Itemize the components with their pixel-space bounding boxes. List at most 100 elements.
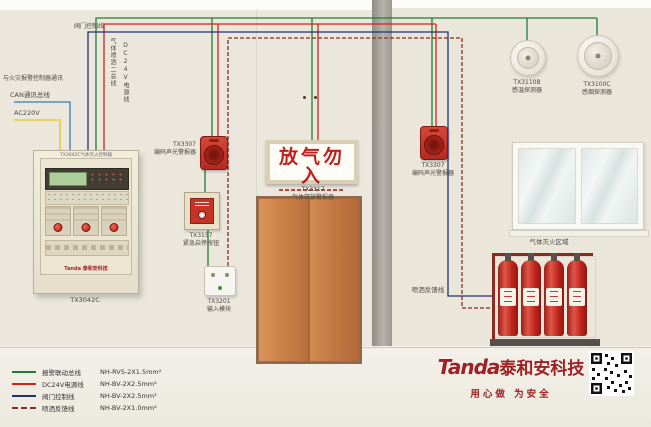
gas-release-sign: 放气勿入: [266, 140, 358, 191]
keypad: [45, 240, 129, 256]
sounder-left-name: 编码声光警报器: [153, 148, 196, 156]
detector-core-icon: [525, 55, 531, 61]
start-button-icon: [109, 223, 119, 232]
legend-line-dashed-icon: [12, 407, 36, 409]
qr-code: [589, 351, 634, 396]
dc24v-vertical-label: DC24V电源线: [122, 42, 129, 103]
gas-sign-subtext-bar: [279, 189, 345, 191]
door-handle-icon: [314, 96, 317, 99]
heat-detector: [510, 40, 546, 76]
legend-label: 喷洒反馈线: [42, 405, 75, 413]
dc24v-wire: [103, 23, 437, 152]
cylinder-base: [490, 339, 600, 346]
zone-group: [101, 206, 127, 236]
legend-row: 报警联动总线 NH-RVS-2X1.5mm²: [12, 366, 161, 378]
gas-sign-name: 气体释放警报器: [291, 193, 334, 201]
alarm-bus-wire: [95, 17, 598, 266]
input-module-model: TX3201: [207, 298, 231, 305]
company-slogan: 用心做 为安全: [470, 389, 552, 400]
indicator-leds: [89, 172, 125, 184]
spray-feedback-label: 喷洒反馈线: [411, 286, 445, 294]
start-button-icon: [81, 223, 91, 232]
indicator-grid: [45, 191, 129, 205]
agent-cylinder: [521, 253, 541, 336]
sounder-right-caption: TX3307 编码声光警报器: [403, 162, 463, 178]
cylinder-label-band: [546, 288, 562, 306]
sounder-strobe-right: [420, 126, 448, 160]
strobe-lens-icon: [209, 139, 219, 142]
legend-row: 喷洒反馈线 NH-BV-2X1.0mm²: [12, 402, 161, 414]
legend-line-navy-icon: [12, 395, 36, 397]
input-module: [204, 266, 236, 296]
logo-cn-text: 泰和安科技: [499, 359, 585, 379]
wall-corner-line: [256, 10, 257, 348]
legend-row: DC24V电源线 NH-BV-2X2.5mm²: [12, 378, 161, 390]
discharge-pipe-vertical: [492, 253, 495, 343]
module-terminal-icon: [211, 273, 215, 277]
controller-face: Tanda 泰和安科技: [40, 158, 132, 275]
window: [512, 142, 644, 230]
module-led-icon: [218, 286, 222, 290]
detector-core-icon: [595, 53, 601, 59]
sounder-right-name: 编码声光警报器: [411, 169, 454, 177]
legend-label: 阀门控制线: [42, 393, 75, 401]
sounder-left-model: TX3307: [172, 141, 196, 148]
legend-row: 阀门控制线 NH-BV-2X2.5mm²: [12, 390, 161, 402]
input-module-name: 输入模块: [206, 305, 231, 313]
emergency-start-stop-button: [184, 192, 220, 230]
controller-model-label: TX3042C: [70, 296, 100, 304]
heat-detector-caption: TX3110B 感温探测器: [497, 79, 557, 95]
smoke-detector-caption: TX3100C 感烟探测器: [567, 81, 627, 97]
wire-legend: 报警联动总线 NH-RVS-2X1.5mm² DC24V电源线 NH-BV-2X…: [12, 366, 161, 414]
window-sill: [509, 230, 649, 237]
smoke-detector-name: 感烟探测器: [581, 88, 612, 96]
heat-detector-name: 感温探测器: [511, 86, 542, 94]
agent-cylinder: [544, 253, 564, 336]
cylinder-label-band: [500, 288, 516, 306]
door-handle-icon: [303, 96, 306, 99]
legend-label: 报警联动总线: [42, 369, 81, 377]
legend-label: DC24V电源线: [42, 381, 84, 389]
controller-title: TX3042C气体灭火控制器: [60, 153, 112, 158]
zone-group: [45, 206, 71, 236]
agent-cylinder: [567, 253, 587, 336]
manifold-pipe: [492, 253, 593, 256]
lcd-screen: [49, 172, 87, 186]
legend-spec: NH-RVS-2X1.5mm²: [100, 368, 162, 376]
smoke-detector: [577, 35, 619, 77]
gas-sign-model: TX3317: [301, 186, 325, 193]
agent-cylinder: [498, 253, 518, 336]
valve-control-wire: [87, 31, 494, 297]
emergency-button-name: 紧急启停按钮: [182, 239, 219, 247]
cylinder-label-band: [569, 288, 585, 306]
partition-wall: [372, 0, 392, 364]
gas-sign-text: 放气勿入: [278, 146, 345, 187]
start-button-icon: [53, 223, 63, 232]
gas-zone-label: 气体灭火区域: [529, 238, 569, 246]
gas-extinguishing-controller: TX3042C气体灭火控制器 Tanda 泰和安科技: [33, 150, 139, 294]
legend-line-red-icon: [12, 383, 36, 385]
legend-spec: NH-BV-2X2.5mm²: [100, 392, 157, 400]
cylinder-label-band: [523, 288, 539, 306]
sounder-grille-icon: [204, 144, 224, 165]
legend-spec: NH-BV-2X1.0mm²: [100, 404, 157, 412]
module-terminal-icon: [225, 273, 229, 277]
sounder-left-caption: TX3307 编码声光警报器: [150, 141, 196, 157]
emergency-button-panel: [190, 198, 214, 224]
can-bus-label: CAN通讯总线: [10, 91, 50, 99]
window-pane: [518, 148, 576, 224]
emergency-button-model: TX3157: [189, 232, 213, 239]
window-pane: [580, 148, 638, 224]
agent-cylinder-assembly: [490, 246, 600, 346]
strobe-lens-icon: [429, 129, 439, 132]
can-bus-wire: [14, 101, 71, 152]
door-leaf-left: [258, 198, 309, 362]
controller-display: [45, 168, 129, 190]
door-leaf-right: [309, 198, 360, 362]
logo-en-text: Tanda: [437, 355, 501, 379]
valve-control-label: 阀门控制线: [74, 23, 105, 30]
sounder-grille-icon: [424, 134, 444, 155]
zone-group: [73, 206, 99, 236]
spray-feedback-wire: [227, 37, 492, 309]
